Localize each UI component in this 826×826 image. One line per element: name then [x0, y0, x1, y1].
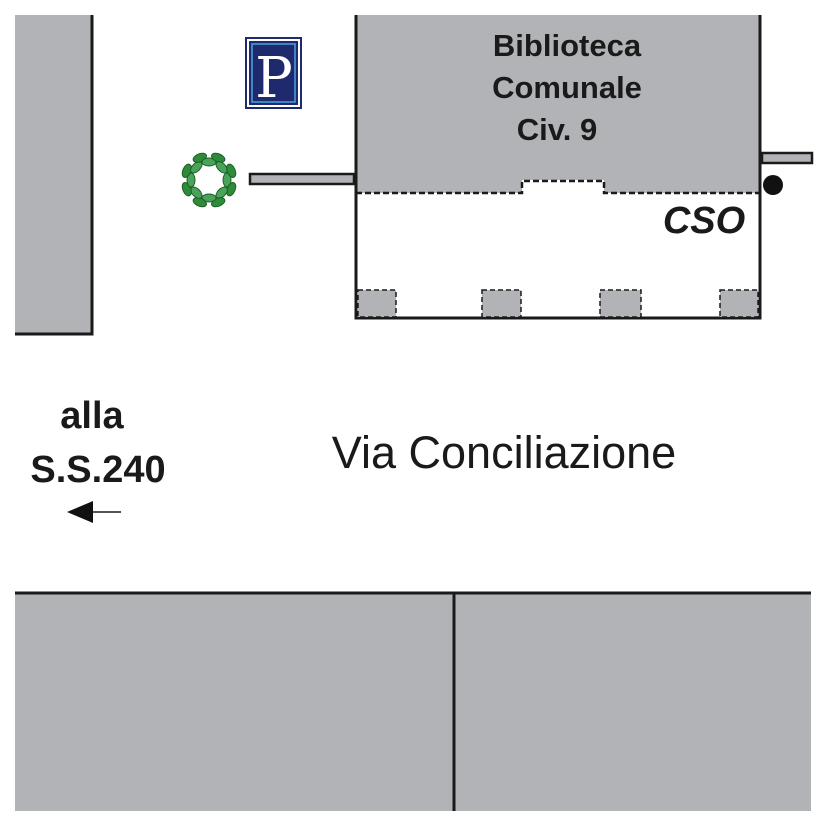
- library-building[interactable]: [356, 15, 760, 193]
- bottom-block-right: [454, 593, 811, 811]
- direction-line2: S.S.240: [30, 449, 165, 491]
- tree-icon: [181, 152, 237, 208]
- tree-leaf: [186, 172, 196, 188]
- parking-letter: P: [255, 46, 293, 111]
- direction-line1: alla: [60, 395, 124, 437]
- tree-leaf: [215, 186, 228, 199]
- tree-leaf: [201, 193, 217, 203]
- pillar: [599, 289, 642, 318]
- library-dashed-line: [356, 179, 760, 195]
- tree-leaf: [192, 197, 207, 208]
- tree-leaf: [201, 157, 217, 167]
- entrance-dot-icon[interactable]: [763, 175, 783, 195]
- library-building-roof-notch: [522, 180, 604, 193]
- tree-leaf: [181, 163, 192, 178]
- library-pillars: [357, 289, 759, 318]
- tree-leaf: [190, 161, 203, 174]
- library-name-line2: Comunale: [492, 70, 642, 105]
- library-outline: [354, 15, 762, 320]
- left-block-outline: [15, 15, 94, 336]
- tree-leaf: [226, 182, 237, 197]
- tree-leaf: [226, 163, 237, 178]
- tree-leaf: [211, 152, 226, 163]
- tree-leaf: [222, 172, 232, 188]
- pillar: [719, 289, 759, 318]
- wall-right: [760, 151, 814, 165]
- library-portico: [356, 194, 760, 318]
- tree-center: [201, 172, 217, 188]
- left-block: [15, 15, 92, 334]
- cso-label: CSO: [663, 200, 745, 242]
- tree-leaf: [190, 186, 203, 199]
- arrow-left-icon: [67, 501, 121, 523]
- tree-leaf: [215, 161, 228, 174]
- library-name-line3: Civ. 9: [517, 112, 597, 147]
- pillar: [357, 289, 397, 318]
- wall-left: [248, 172, 356, 186]
- parking-icon[interactable]: P: [245, 37, 302, 111]
- pillar: [481, 289, 522, 318]
- street-name: Via Conciliazione: [332, 427, 676, 478]
- library-name-line1: Biblioteca: [493, 28, 642, 63]
- bottom-block-left: [15, 593, 454, 811]
